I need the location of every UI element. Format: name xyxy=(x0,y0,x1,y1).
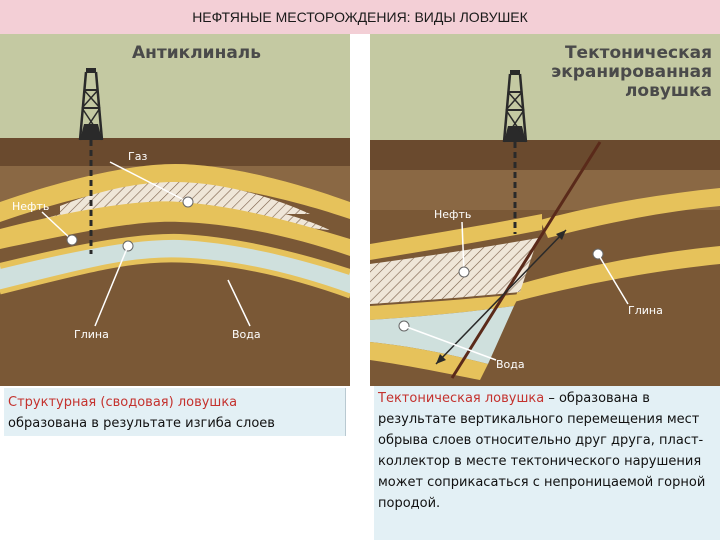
tectonic-heading-line2: экранированная xyxy=(551,62,712,82)
anticline-heading: Антиклиналь xyxy=(132,43,261,63)
clay-pointer-right xyxy=(597,253,629,305)
sandstone-layer-2 xyxy=(0,201,350,256)
fault-arrow-head-down xyxy=(436,354,446,364)
oil-pointer-right xyxy=(461,221,465,273)
water-label-right: Вода xyxy=(496,358,525,371)
tectonic-diagram xyxy=(370,34,720,386)
anticline-caption-text: образована в результате изгиба слоев xyxy=(8,416,275,431)
tectonic-panel: Тектоническая экранированная ловушка Неф… xyxy=(370,34,720,386)
tectonic-heading: Тектоническая экранированная ловушка xyxy=(551,44,712,101)
anticline-diagram xyxy=(0,34,350,386)
sandstone-left-block-3 xyxy=(370,342,488,380)
anticline-caption: Структурная (сводовая) ловушка образован… xyxy=(4,388,346,436)
oil-zone-right xyxy=(370,238,538,304)
water-pointer xyxy=(227,279,251,327)
tectonic-caption-text: – образована в результате вертикального … xyxy=(378,391,706,511)
title-bar: НЕФТЯНЫЕ МЕСТОРОЖДЕНИЯ: ВИДЫ ЛОВУШЕК xyxy=(0,0,720,34)
clay-pointer xyxy=(94,245,129,327)
water-top-line xyxy=(0,233,350,275)
sandstone-layer-1 xyxy=(0,164,350,222)
oil-marker xyxy=(66,234,78,246)
oil-label-right: Нефть xyxy=(434,208,472,221)
page-title: НЕФТЯНЫЕ МЕСТОРОЖДЕНИЯ: ВИДЫ ЛОВУШЕК xyxy=(192,9,528,25)
clay-label-right: Глина xyxy=(628,304,663,317)
tectonic-heading-line3: ловушка xyxy=(624,81,712,101)
gas-pointer xyxy=(109,161,189,203)
topsoil xyxy=(0,138,350,166)
gas-label: Газ xyxy=(128,150,148,163)
water-label-left: Вода xyxy=(232,328,261,341)
fault-line xyxy=(450,141,602,379)
oil-label-left: Нефть xyxy=(12,200,50,213)
tectonic-caption: Тектоническая ловушка – образована в рез… xyxy=(374,386,720,540)
clay-cap xyxy=(0,164,350,202)
clay-label-left: Глина xyxy=(74,328,109,341)
tectonic-caption-title: Тектоническая ловушка xyxy=(378,391,545,406)
fault-arrow-head-up xyxy=(556,230,566,240)
oil-derrick-icon xyxy=(78,68,104,141)
fault-arrow xyxy=(435,229,567,365)
sandstone-right-block-1 xyxy=(540,188,720,238)
gas-marker xyxy=(182,196,194,208)
water-pointer-right xyxy=(403,325,497,361)
topsoil-right xyxy=(370,140,720,170)
water-zone xyxy=(0,236,350,296)
sandstone-right-block-2 xyxy=(514,246,720,302)
sandstone-left-block-2 xyxy=(370,294,520,320)
sky xyxy=(0,34,350,142)
anticline-panel: Антиклиналь Газ Нефть Глина Вода xyxy=(0,34,350,386)
sandstone-left-block-1 xyxy=(370,214,542,260)
anticline-caption-title: Структурная (сводовая) ловушка xyxy=(8,395,238,410)
oil-marker-right xyxy=(458,266,470,278)
sky-right xyxy=(370,34,720,144)
tectonic-heading-line1: Тектоническая xyxy=(564,43,712,63)
water-bottom-line xyxy=(0,257,350,299)
oil-pointer xyxy=(41,211,73,241)
oil-derrick-icon-right xyxy=(502,70,528,143)
